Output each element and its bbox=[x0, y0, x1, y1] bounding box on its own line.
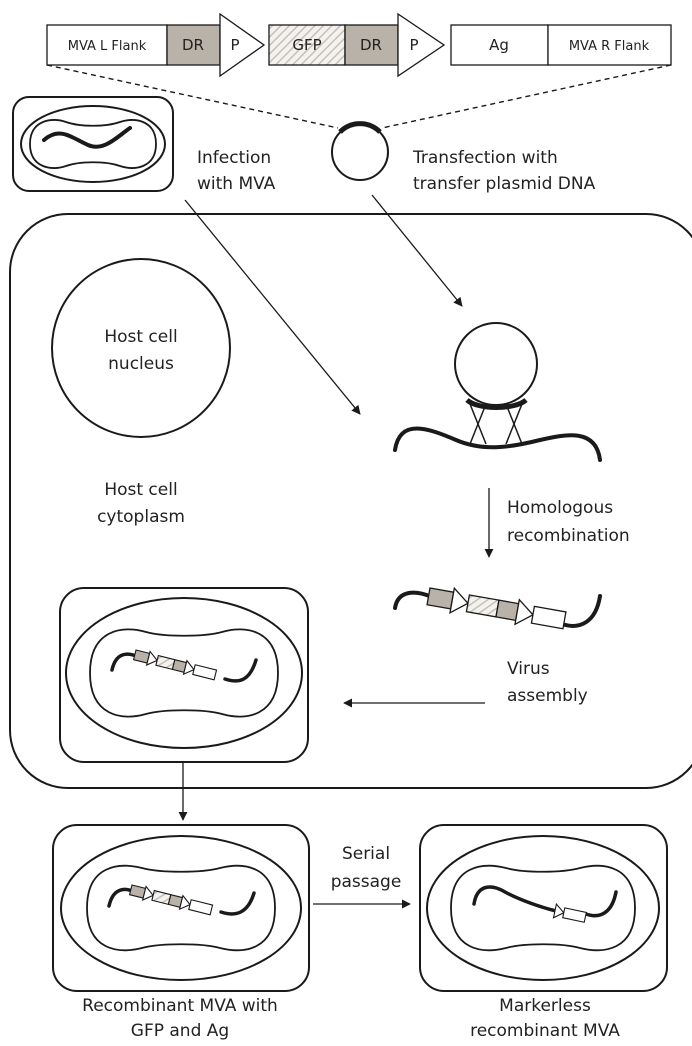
label-dr-2: DR bbox=[360, 36, 382, 54]
label-infection: Infection with MVA bbox=[197, 145, 275, 197]
label-assembly: Virus assembly bbox=[507, 656, 588, 710]
label-transfection: Transfection with transfer plasmid DNA bbox=[413, 145, 595, 197]
label-cytoplasm: Host cell cytoplasm bbox=[81, 477, 201, 531]
label-serial-passage: Serial passage bbox=[325, 840, 407, 896]
label-mva-r-flank: MVA R Flank bbox=[569, 39, 650, 54]
label-ag: Ag bbox=[489, 36, 509, 54]
recombinant-virion-released bbox=[53, 825, 309, 991]
label-markerless-mva: Markerless recombinant MVA bbox=[420, 994, 670, 1044]
plasmid-circle bbox=[332, 124, 388, 180]
promoter-arrow-2 bbox=[398, 14, 444, 76]
label-p-1: P bbox=[230, 36, 239, 54]
label-dr-1: DR bbox=[182, 36, 204, 54]
label-recombinant-mva: Recombinant MVA with GFP and Ag bbox=[40, 994, 320, 1044]
recombinant-virion-inside bbox=[60, 588, 308, 762]
promoter-arrow-1 bbox=[220, 14, 264, 76]
label-gfp: GFP bbox=[292, 36, 321, 54]
label-nucleus: Host cell nucleus bbox=[91, 324, 191, 378]
mva-virion-top bbox=[13, 97, 173, 191]
label-mva-l-flank: MVA L Flank bbox=[68, 39, 147, 54]
recombination-event bbox=[395, 323, 600, 460]
label-p-2: P bbox=[409, 36, 418, 54]
label-homologous: Homologous recombination bbox=[507, 494, 630, 550]
recombinant-dna-inside bbox=[395, 584, 600, 633]
markerless-virion bbox=[420, 825, 667, 991]
arrow-transfection bbox=[372, 195, 462, 306]
